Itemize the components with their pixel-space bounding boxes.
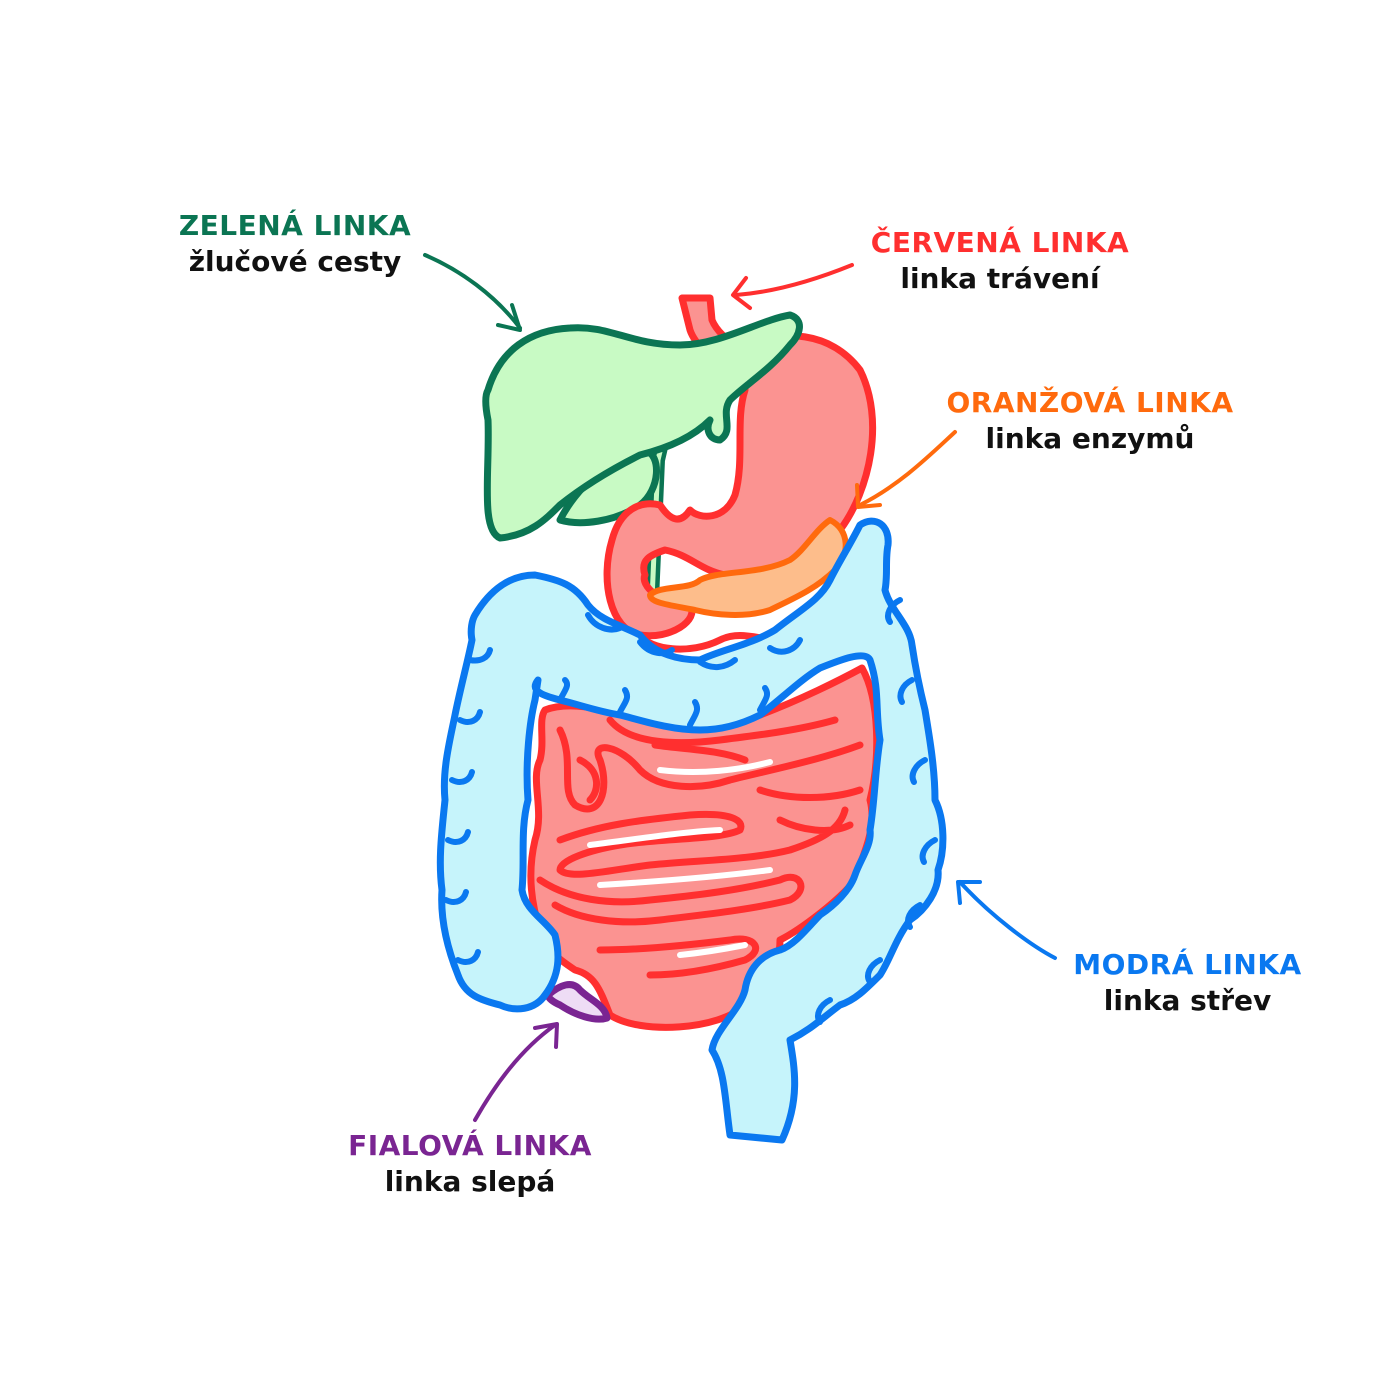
label-purple: FIALOVÁ LINKA linka slepá <box>320 1128 620 1200</box>
label-blue-subtitle: linka střev <box>1103 984 1272 1017</box>
liver <box>482 311 803 542</box>
label-red-subtitle: linka trávení <box>900 262 1100 295</box>
label-orange-title: ORANŽOVÁ LINKA <box>946 386 1234 419</box>
small-intestine-folds <box>536 716 864 979</box>
large-intestine-haustra <box>443 597 938 1025</box>
appendix <box>544 981 611 1023</box>
large-intestine <box>436 517 947 1144</box>
label-green: ZELENÁ LINKA žlučové cesty <box>150 208 440 280</box>
label-orange-subtitle: linka enzymů <box>985 422 1195 455</box>
arrow-blue <box>956 880 1057 960</box>
label-blue-title: MODRÁ LINKA <box>1073 948 1302 981</box>
small-intestine-gaps <box>587 759 773 958</box>
label-blue: MODRÁ LINKA linka střev <box>1050 947 1325 1019</box>
label-purple-subtitle: linka slepá <box>384 1165 556 1198</box>
label-red: ČERVENÁ LINKA linka trávení <box>840 225 1160 297</box>
label-red-title: ČERVENÁ LINKA <box>870 226 1130 259</box>
label-orange: ORANŽOVÁ LINKA linka enzymů <box>920 385 1260 457</box>
arrow-green <box>423 253 522 332</box>
arrow-orange <box>855 430 957 509</box>
label-purple-title: FIALOVÁ LINKA <box>348 1129 592 1162</box>
label-green-subtitle: žlučové cesty <box>188 245 402 278</box>
arrow-red <box>731 263 854 310</box>
label-green-title: ZELENÁ LINKA <box>178 209 412 242</box>
arrow-purple <box>473 1022 559 1122</box>
